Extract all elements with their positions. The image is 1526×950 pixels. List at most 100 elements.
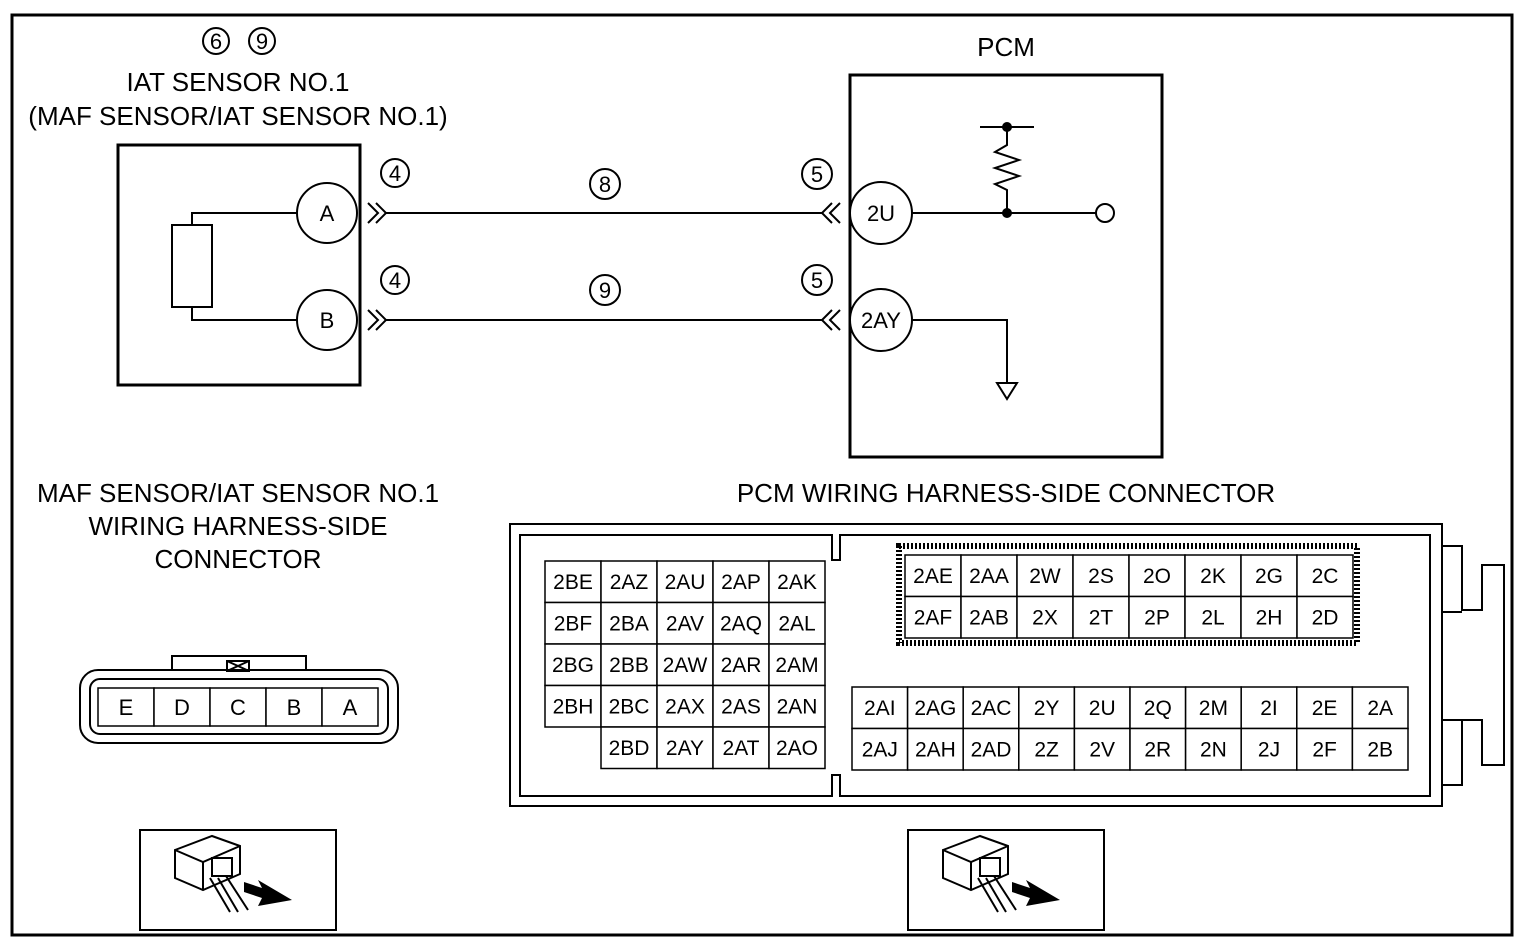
pcm-pin-label: 2Q — [1144, 697, 1172, 720]
pcm-pin-cell — [1073, 727, 1131, 771]
pcm-pin-cell — [906, 727, 964, 771]
pcm-pin-label: 2N — [1200, 738, 1227, 761]
pcm-pin-label: 2Y — [1034, 697, 1060, 720]
callout-5-bottom: 5 — [811, 268, 823, 293]
connector-pin-e: E — [119, 695, 134, 720]
iat-sensor: 6 9 IAT SENSOR NO.1 (MAF SENSOR/IAT SENS… — [28, 27, 448, 387]
pcm-pin-cell — [768, 684, 826, 728]
sensor-connector-a-symbol — [367, 202, 388, 224]
view-arrow-icon — [244, 880, 292, 906]
pcm-pin-cell — [544, 643, 602, 687]
pcm-pin-cell — [904, 554, 962, 598]
callout-9-wire: 9 — [599, 278, 611, 303]
sensor-box — [116, 143, 362, 387]
pcm-pin-cell — [906, 686, 964, 730]
pcm-connector-2ay-symbol — [820, 309, 841, 331]
pcm-pin-label: 2M — [1199, 697, 1228, 720]
pcm-pin-cell — [1296, 595, 1354, 639]
pcm-pin-cell — [768, 643, 826, 687]
pcm-connector-housing-inner — [519, 534, 1431, 797]
pcm-pin-label: 2X — [1032, 606, 1058, 629]
pcm-pin-cell — [960, 595, 1018, 639]
callout-9: 9 — [256, 29, 268, 54]
pcm-pin-cell — [600, 560, 658, 604]
pcm-pin-label: 2BA — [609, 612, 649, 635]
pcm-pin-label: 2BB — [609, 654, 649, 677]
pcm-pin-label: 2BD — [609, 737, 650, 760]
pcm-pin-cell — [960, 554, 1018, 598]
pcm-pin-cell — [1184, 595, 1242, 639]
pcm-pin-label: 2L — [1201, 606, 1224, 629]
pcm-pin-cell — [656, 601, 714, 645]
pcm-pin-2u: 2U — [867, 201, 895, 226]
pcm-pin-2ay: 2AY — [861, 308, 901, 333]
pcm-pin-label: 2F — [1312, 738, 1337, 761]
pcm-pin-cell — [1351, 727, 1409, 771]
pcm-pin-label: 2AA — [969, 565, 1009, 588]
pcm-pin-cell — [904, 595, 962, 639]
pcm-pin-label: 2K — [1200, 565, 1226, 588]
pcm-pin-label: 2AH — [915, 738, 956, 761]
pcm-pin-label: 2AT — [723, 737, 760, 760]
pcm-pin-label: 2W — [1029, 565, 1061, 588]
callout-4-top: 4 — [389, 161, 401, 186]
pcm-pin-cell — [1128, 554, 1186, 598]
connector-pin-c: C — [230, 695, 246, 720]
sensor-pin-b-circle — [296, 289, 358, 351]
pcm-box — [848, 73, 1164, 459]
pcm-pin-cell — [1296, 727, 1354, 771]
pcm-title: PCM — [977, 32, 1035, 62]
pcm-pin-label: 2BH — [553, 695, 594, 718]
sensor-pin-b: B — [320, 308, 335, 333]
pcm-pin-label: 2AS — [721, 695, 761, 718]
pcm-pin-label: 2BC — [609, 695, 650, 718]
pcm-signal-terminal — [1095, 203, 1115, 223]
pcm-pin-label: 2AU — [665, 571, 706, 594]
pcm-pin-cell — [600, 684, 658, 728]
pcm-pin-label: 2AQ — [720, 612, 762, 635]
pcm-pin-label: 2AR — [721, 654, 762, 677]
pcm-pin-cell — [768, 560, 826, 604]
pcm-pin-label: 2AL — [778, 612, 815, 635]
pcm-pin-label: 2AN — [777, 695, 818, 718]
pcm-pin-label: 2AK — [777, 571, 817, 594]
pcm-connector-latch — [1442, 545, 1505, 786]
pcm-pin-label: 2AO — [776, 737, 818, 760]
pcm-pin-label: 2I — [1260, 697, 1278, 720]
left-connector-title-2: WIRING HARNESS-SIDE — [88, 511, 387, 541]
connector-housing-outer — [79, 669, 399, 744]
pcm-pin-label: 2BG — [552, 654, 594, 677]
top-block-hatch — [896, 543, 1360, 646]
pcm-pin-label: 2AB — [969, 606, 1009, 629]
pcm-pin-label: 2AG — [914, 697, 956, 720]
pcm-connector-2u-symbol — [820, 202, 841, 224]
connector-pin-a: A — [343, 695, 358, 720]
connector-pin-b: B — [287, 695, 302, 720]
connector-housing-inner — [89, 678, 389, 735]
pcm-pin-cell — [544, 684, 602, 728]
pcm-pin-label: 2AM — [775, 654, 818, 677]
view-arrow-icon — [1012, 880, 1060, 906]
pcm-pin-label: 2AD — [971, 738, 1012, 761]
pcm-pin-cell — [1016, 595, 1074, 639]
pcm-pin-label: 2D — [1312, 606, 1339, 629]
pcm-pin-label: 2BE — [553, 571, 593, 594]
pcm-pin-cell — [1240, 727, 1298, 771]
pcm-pin-cell — [851, 727, 909, 771]
pcm-pin-label: 2BF — [554, 612, 593, 635]
pcm-pin-cell — [1351, 686, 1409, 730]
pcm-pin-cell — [1240, 554, 1298, 598]
pcm-pin-label: 2V — [1089, 738, 1115, 761]
pcm-pin-cell — [600, 601, 658, 645]
pcm-pin-label: 2T — [1089, 606, 1114, 629]
pcm-pin-cell — [1072, 595, 1130, 639]
pcm-pin-cell — [851, 686, 909, 730]
pcm-pin-label: 2P — [1144, 606, 1170, 629]
callout-4-bottom: 4 — [389, 268, 401, 293]
pcm-pin-label: 2B — [1367, 738, 1393, 761]
pcm-pin-label: 2AV — [666, 612, 704, 635]
pcm-pin-label: 2G — [1255, 565, 1283, 588]
sensor-resistor — [171, 224, 213, 308]
